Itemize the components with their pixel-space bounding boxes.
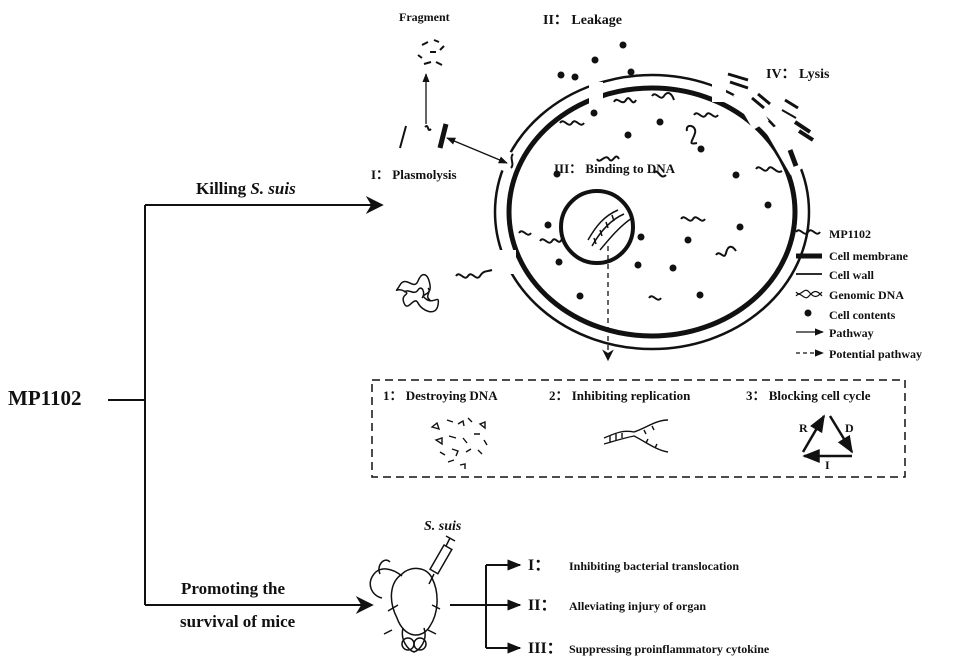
bacterial-cell xyxy=(490,72,821,351)
replication-fork-icon xyxy=(603,419,669,453)
genomic-dna-icon xyxy=(587,209,633,251)
survival-text-3: Suppressing proinflammatory cytokine xyxy=(569,642,770,656)
leakage-label: II： Leakage xyxy=(543,13,622,28)
legend-label-cell-contents: Cell contents xyxy=(829,308,896,322)
survival-bracket xyxy=(450,559,522,654)
mouse-icon xyxy=(369,559,441,653)
destroyed-dna-icon xyxy=(430,417,488,469)
legend-label-cell-membrane: Cell membrane xyxy=(829,249,909,263)
plasmolysis-wall-fragment xyxy=(399,123,449,149)
branch-survival-line1: Promoting the xyxy=(181,579,285,598)
cell-cycle-triangle-icon xyxy=(801,414,854,463)
injection-label: S. suis xyxy=(424,519,462,534)
survival-text-2: Alleviating injury of organ xyxy=(569,599,706,613)
branch-survival-line2: survival of mice xyxy=(180,612,296,631)
survival-num-1: I： xyxy=(528,557,550,574)
binding-dna-label: III： Binding to DNA xyxy=(554,161,676,176)
mp1102-peptides xyxy=(424,92,783,301)
lysis-label: IV： Lysis xyxy=(766,67,830,82)
fragment-label: Fragment xyxy=(399,10,450,24)
legend-label-mp1102: MP1102 xyxy=(829,227,871,241)
fragment-pieces xyxy=(417,39,445,66)
dna-effects-box xyxy=(371,379,906,478)
mp1102-icon xyxy=(795,229,821,235)
effect-destroying-dna: 1： Destroying DNA xyxy=(383,388,498,403)
branch-killing-label: Killing S. suis xyxy=(196,179,296,198)
plasmolysis-label: I： Plasmolysis xyxy=(371,167,457,182)
genomic-dna-legend-icon xyxy=(795,289,823,299)
legend-label-potential-pathway: Potential pathway xyxy=(829,347,922,361)
effect-blocking-cell-cycle: 3： Blocking cell cycle xyxy=(746,388,871,403)
root-label: MP1102 xyxy=(8,386,82,410)
survival-num-3: III： xyxy=(528,640,563,657)
legend-label-genomic-dna: Genomic DNA xyxy=(829,288,904,302)
peptide-aggregate xyxy=(395,273,440,313)
cycle-letter-r: R xyxy=(799,421,808,435)
pathway-arrows xyxy=(422,73,614,362)
survival-text-1: Inhibiting bacterial translocation xyxy=(569,559,739,573)
effect-inhibiting-replication: 2： Inhibiting replication xyxy=(549,388,691,403)
cycle-letter-i: I xyxy=(825,458,830,472)
legend-label-pathway: Pathway xyxy=(829,326,874,340)
tree-connectors xyxy=(108,196,384,614)
legend: MP1102 Cell membrane Cell wall Genomic D… xyxy=(795,227,922,361)
legend-label-cell-wall: Cell wall xyxy=(829,268,875,282)
syringe-icon xyxy=(428,535,456,585)
cell-contents-dots xyxy=(544,41,772,300)
survival-num-2: II： xyxy=(528,597,556,614)
cell-contents-legend-icon xyxy=(804,309,812,317)
cycle-letter-d: D xyxy=(845,421,854,435)
